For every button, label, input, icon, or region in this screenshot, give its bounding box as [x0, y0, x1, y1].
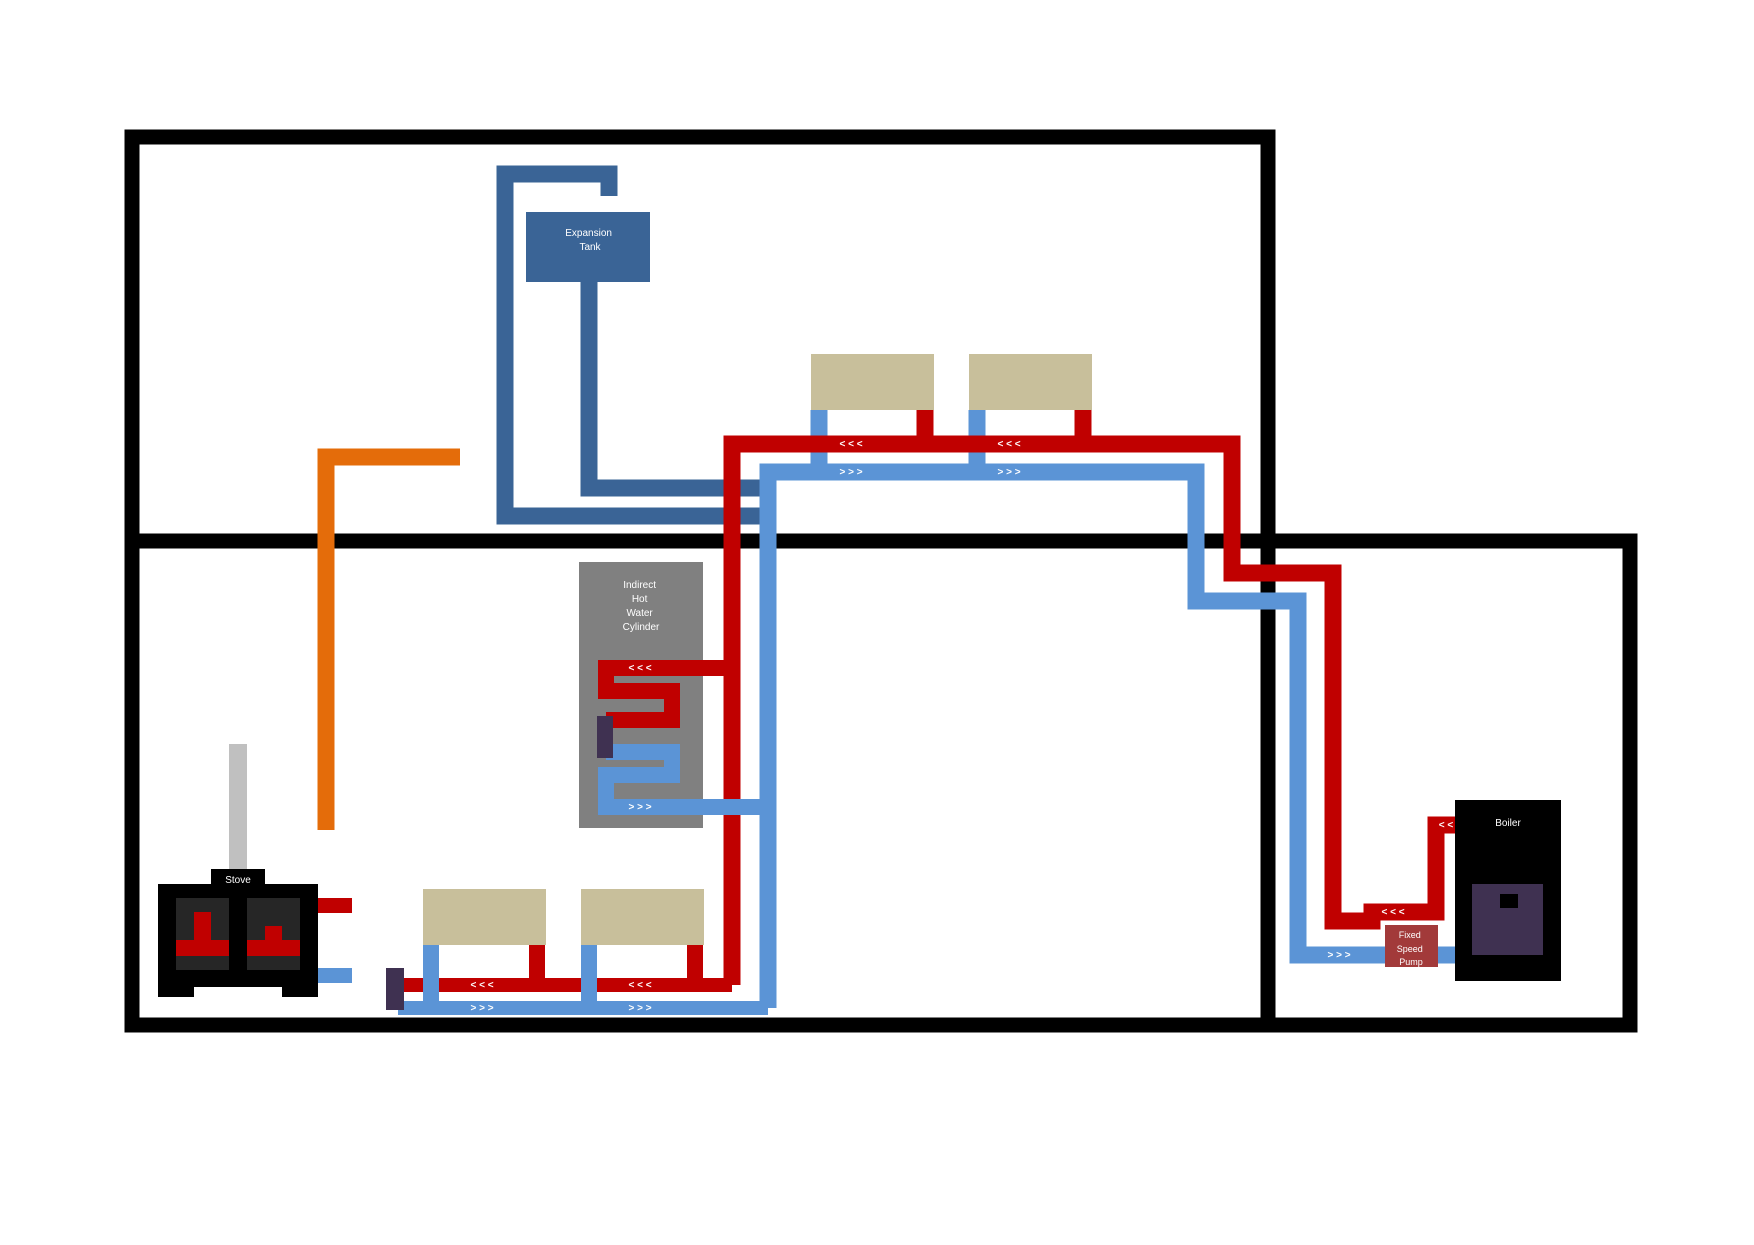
building-walls	[124, 129, 1638, 1033]
boiler-icon	[1455, 800, 1561, 981]
main-return-pipe	[759, 463, 1472, 1008]
flow-arrow-label: > > >	[997, 467, 1020, 478]
flow-arrow-label: < < <	[839, 439, 862, 450]
radiator-icon	[969, 354, 1092, 410]
flow-arrows: < < < < < < > > > > > > < < < > > > < < …	[470, 439, 1453, 1014]
boiler-room	[1260, 533, 1638, 1033]
cylinder-return-coil	[598, 744, 768, 815]
flow-arrow-label: > > >	[628, 1003, 651, 1014]
flow-arrow-label: < < <	[470, 980, 493, 991]
flow-arrow-label: < < <	[1381, 907, 1404, 918]
cold-feed-pipe	[580, 280, 768, 497]
stove-return-stub	[318, 968, 352, 983]
zone-valve-icon	[597, 716, 613, 758]
bypass-valve-icon	[386, 968, 404, 1010]
radiator-icon	[581, 889, 704, 945]
boiler-label: Boiler	[1495, 818, 1521, 829]
flow-arrow-label: < < <	[628, 663, 651, 674]
stove-label: Stove	[225, 875, 251, 886]
stove-flow-stub	[318, 898, 352, 913]
flow-arrow-label: < <	[1439, 820, 1454, 831]
flow-arrow-label: > > >	[1327, 950, 1350, 961]
expansion-tank-label: Expansion Tank	[565, 228, 614, 253]
flow-arrow-label: < < <	[997, 439, 1020, 450]
vent-pipe	[496, 165, 768, 525]
cylinder-flow-coil	[598, 660, 732, 728]
flue-pipe	[229, 744, 247, 872]
stove-icon	[158, 884, 318, 997]
flow-arrow-label: > > >	[839, 467, 862, 478]
expansion-tank-icon	[526, 212, 650, 282]
stove-label-box	[211, 869, 265, 887]
main-flow-pipe	[723, 435, 1470, 985]
cylinder-label: Indirect Hot Water Cylinder	[623, 580, 660, 633]
flow-arrow-label: < < <	[628, 980, 651, 991]
pump-label: Fixed Speed Pump	[1397, 930, 1426, 967]
flow-arrow-label: > > >	[628, 802, 651, 813]
radiator-icon	[423, 889, 546, 945]
open-vent-pipe	[317, 448, 460, 830]
pump-icon	[1385, 925, 1438, 967]
radiator-icon	[811, 354, 934, 410]
flow-arrow-label: > > >	[470, 1003, 493, 1014]
